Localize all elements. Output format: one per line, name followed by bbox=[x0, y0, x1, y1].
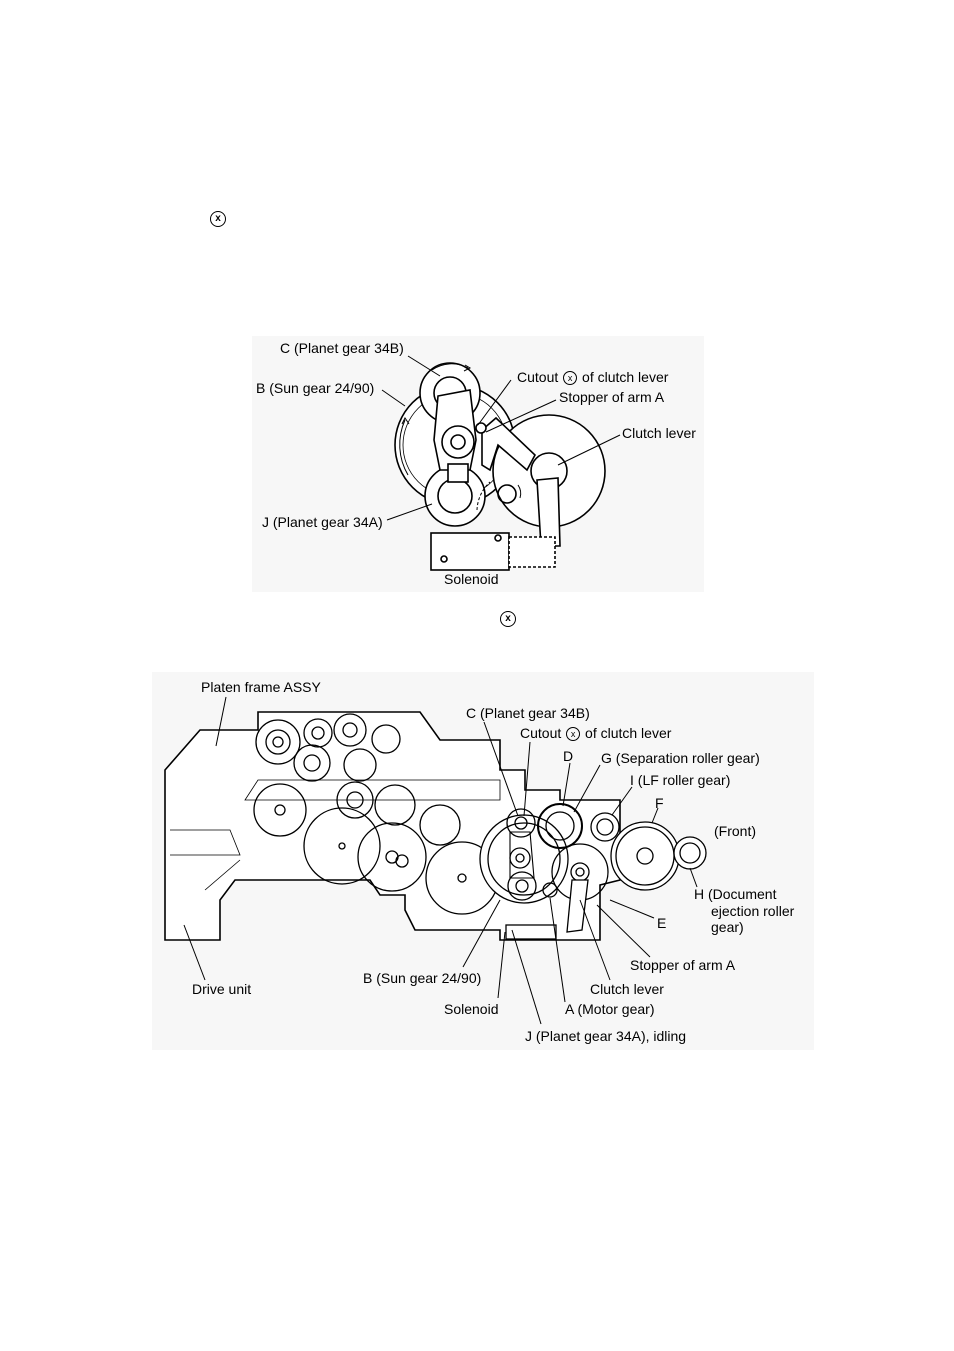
fig1-label-stopper: Stopper of arm A bbox=[559, 389, 665, 405]
fig2-cutout-text-2: of clutch lever bbox=[585, 725, 672, 741]
circled-x-mark-top: x bbox=[210, 211, 226, 227]
fig2-label-document-ejection-2: ejection roller bbox=[711, 903, 795, 919]
fig2-label-e: E bbox=[657, 915, 667, 931]
fig1-label-clutch-lever: Clutch lever bbox=[622, 425, 696, 441]
fig1-label-planet-gear-j: J (Planet gear 34A) bbox=[262, 514, 383, 530]
fig2-label-planet-gear-j: J (Planet gear 34A), idling bbox=[525, 1028, 687, 1044]
fig1-label-cutout: Cutout x of clutch lever bbox=[517, 369, 668, 385]
fig2-label-solenoid: Solenoid bbox=[444, 1001, 499, 1017]
fig2-label-lf-roller-gear: I (LF roller gear) bbox=[630, 772, 731, 788]
fig1-cutout-symbol: x bbox=[563, 371, 578, 385]
fig2-label-front: (Front) bbox=[714, 823, 756, 839]
fig1-label-solenoid: Solenoid bbox=[444, 571, 499, 587]
fig2-label-clutch-lever: Clutch lever bbox=[590, 981, 664, 997]
fig1-cutout-text-2: of clutch lever bbox=[582, 369, 669, 385]
fig2-label-document-ejection-3: gear) bbox=[711, 919, 744, 935]
circled-x-mark-middle: x bbox=[500, 611, 516, 627]
fig2-label-d: D bbox=[563, 748, 574, 764]
fig1-cutout-text: Cutout bbox=[517, 369, 559, 385]
fig2-cutout-symbol: x bbox=[566, 727, 581, 741]
fig2-label-motor-gear: A (Motor gear) bbox=[565, 1001, 655, 1017]
fig2-label-planet-gear-c: C (Planet gear 34B) bbox=[466, 705, 590, 721]
fig2-label-platen-frame: Platen frame ASSY bbox=[201, 679, 321, 695]
fig2-label-drive-unit: Drive unit bbox=[192, 981, 252, 997]
fig2-label-cutout: Cutout x of clutch lever bbox=[520, 725, 671, 741]
fig1-label-sun-gear-b: B (Sun gear 24/90) bbox=[256, 380, 375, 396]
fig2-cutout-text: Cutout bbox=[520, 725, 562, 741]
fig2-label-stopper: Stopper of arm A bbox=[630, 957, 736, 973]
fig2-label-sun-gear-b: B (Sun gear 24/90) bbox=[363, 970, 482, 986]
fig1-label-planet-gear-c: C (Planet gear 34B) bbox=[280, 340, 404, 356]
fig2-label-document-ejection-1: H (Document bbox=[694, 886, 777, 902]
fig2-label-separation-roller-gear: G (Separation roller gear) bbox=[601, 750, 760, 766]
fig2-label-f: F bbox=[655, 795, 664, 811]
